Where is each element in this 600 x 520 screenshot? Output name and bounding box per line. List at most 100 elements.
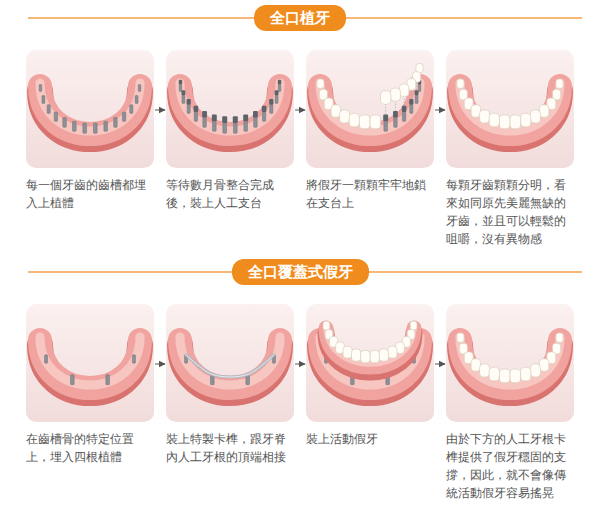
implant	[384, 121, 388, 131]
abutment	[275, 90, 279, 95]
tooth	[457, 79, 464, 88]
implant	[223, 123, 227, 133]
abutment	[181, 90, 185, 95]
step-caption: 每一個牙齒的齒槽都埋入上植體	[26, 176, 154, 212]
tooth	[521, 113, 531, 127]
tooth	[556, 79, 563, 88]
implant	[71, 375, 75, 385]
step-caption: 等待數月骨整合完成後，裝上人工支台	[166, 176, 294, 212]
tooth	[480, 110, 490, 123]
gum-ridge	[326, 325, 414, 364]
tooth	[480, 364, 490, 377]
implant	[213, 121, 217, 131]
abutment	[415, 90, 419, 95]
jaw-panel	[306, 50, 434, 168]
step-panel: 每顆牙齒顆顆分明，看來如同原先美麗無缺的牙齒，並且可以輕鬆的咀嚼，沒有異物感	[446, 50, 574, 248]
panel-background	[446, 50, 574, 168]
tooth	[499, 115, 510, 129]
tooth	[379, 349, 388, 361]
jaw-panel	[26, 304, 154, 422]
heading-text: 全口植牙	[270, 8, 330, 28]
tooth	[381, 91, 391, 105]
tooth	[489, 113, 499, 127]
tooth	[489, 367, 499, 381]
implant	[275, 96, 278, 104]
implant	[122, 112, 125, 121]
panel-background	[446, 304, 574, 422]
step-arrow	[295, 364, 305, 365]
tooth	[530, 110, 540, 123]
step-panel: 由於下方的人工牙根卡榫提供了假牙穩固的支撐，因此，就不會像傳統活動假牙容易搖晃	[446, 304, 574, 502]
implant	[254, 118, 257, 128]
section-heading: 全口植牙	[254, 5, 346, 31]
implant	[233, 123, 237, 133]
implant	[104, 121, 108, 131]
implant	[54, 112, 57, 121]
gum-ridge	[40, 83, 140, 131]
tooth	[510, 115, 521, 129]
implant	[244, 121, 248, 131]
tooth	[388, 346, 397, 358]
tooth	[410, 321, 417, 330]
jaw-panel	[306, 304, 434, 422]
implant	[73, 121, 77, 131]
implant	[394, 118, 397, 128]
gum-ridge	[460, 337, 560, 385]
implant	[135, 96, 138, 104]
step-arrow	[435, 110, 445, 111]
heading-text: 全口覆蓋式假牙	[248, 262, 353, 282]
tooth	[457, 333, 464, 342]
tooth	[343, 346, 352, 358]
tooth	[317, 79, 324, 88]
gum-ridge	[40, 337, 140, 385]
step-caption: 在齒槽骨的特定位置上，埋入四根植體	[26, 430, 154, 466]
abutment	[194, 106, 199, 112]
tooth	[521, 367, 531, 381]
implant	[270, 105, 273, 114]
gum-ridge	[460, 83, 560, 131]
guide-line	[395, 101, 396, 111]
step-caption: 將假牙一顆顆牢牢地鎖在支台上	[306, 176, 434, 212]
jaw-panel	[446, 50, 574, 168]
implant	[203, 118, 206, 128]
guide-line	[385, 104, 386, 114]
implant	[194, 112, 197, 121]
panel-background	[306, 50, 434, 168]
abutment	[243, 114, 248, 121]
step-arrow	[435, 364, 445, 365]
tooth	[370, 350, 380, 362]
jaw-panel	[166, 50, 294, 168]
abutment	[233, 116, 238, 123]
panel-background	[166, 304, 294, 422]
abutment	[278, 80, 281, 85]
jaw-illustrations	[26, 50, 574, 422]
guide-line	[404, 96, 405, 105]
step-arrow	[155, 364, 165, 365]
implant	[114, 118, 117, 128]
step-caption: 裝上特製卡榫，跟牙脊內人工牙根的頂端相接	[166, 430, 294, 466]
guide-line	[411, 90, 412, 99]
section-heading: 全口覆蓋式假牙	[232, 259, 369, 285]
implant	[402, 112, 405, 121]
step-caption: 每顆牙齒顆顆分明，看來如同原先美麗無缺的牙齒，並且可以輕鬆的咀嚼，沒有異物感	[446, 176, 574, 248]
tooth	[510, 369, 521, 383]
retention-bar	[186, 355, 274, 377]
abutment	[253, 111, 258, 118]
tooth	[359, 115, 370, 129]
abutment	[393, 111, 398, 118]
abutment	[262, 106, 267, 112]
panel-background	[306, 304, 434, 422]
implant	[415, 96, 418, 104]
panel-background	[166, 50, 294, 168]
abutment	[409, 99, 413, 105]
implant	[262, 112, 265, 121]
implant	[45, 355, 48, 363]
step-panel: 裝上活動假牙	[306, 304, 434, 448]
retention-bar-highlight	[186, 355, 274, 377]
implant	[130, 105, 133, 114]
abutment	[402, 106, 407, 112]
implant	[187, 105, 190, 114]
implant	[179, 84, 181, 91]
tooth	[370, 115, 381, 129]
